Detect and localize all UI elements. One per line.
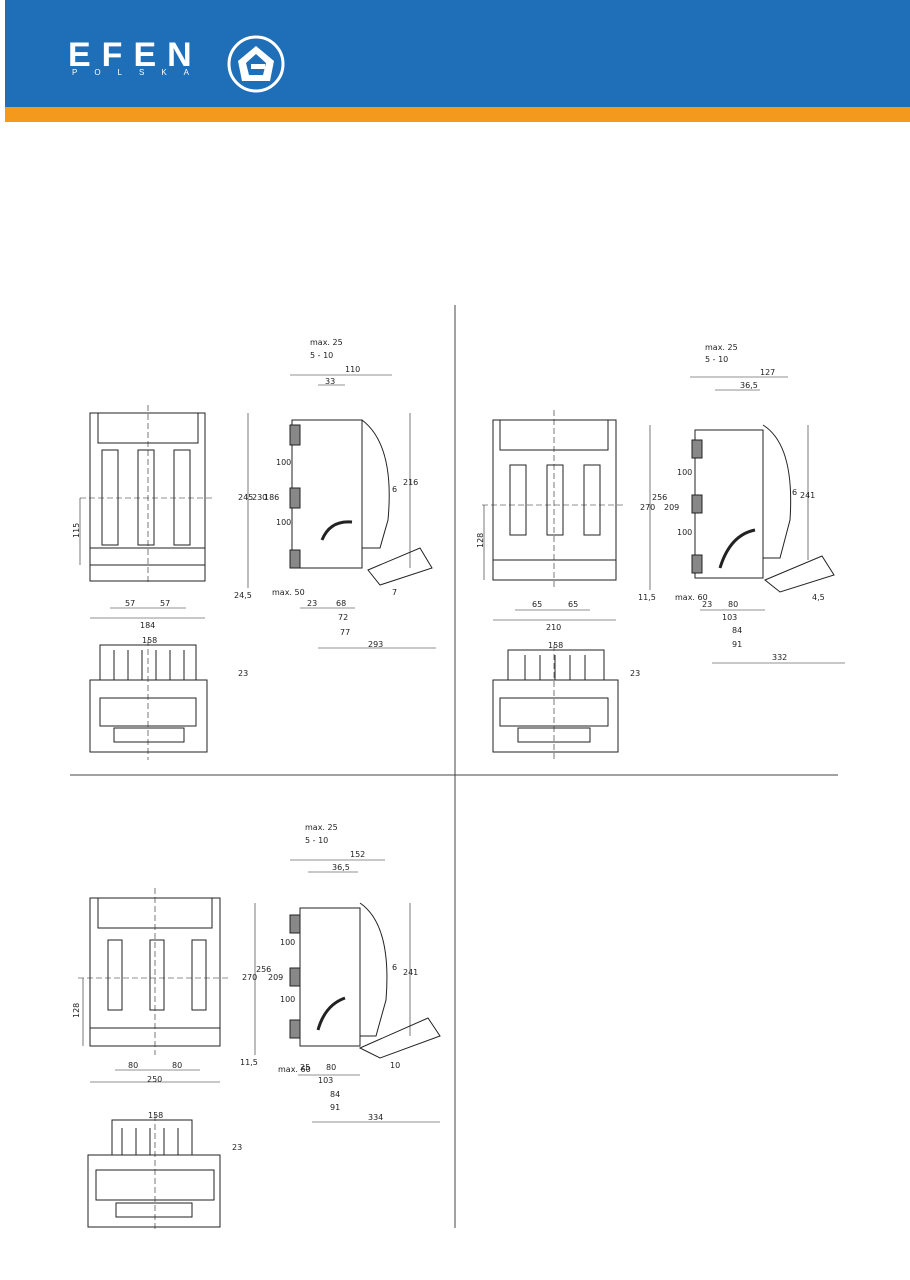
dim-pitch-left: 65 [532,600,542,609]
dim-80: 80 [326,1063,336,1072]
dim-11-5: 11,5 [638,593,656,602]
dim-230: 230 [252,493,267,502]
dim-36-5: 36,5 [740,381,758,390]
side-view-3 [254,859,441,1123]
side-view-2 [649,376,845,664]
dim-max: max. 25 [305,823,338,832]
dim-33: 33 [325,377,335,386]
dim-pitch-left: 57 [125,599,135,608]
dim-186: 186 [264,493,279,502]
dim-7: 7 [392,588,397,597]
front-view-2 [482,410,625,621]
dim-top-width: 158 [142,636,157,645]
dim-100-lower: 100 [280,995,295,1004]
dim-6: 6 [392,485,397,494]
header-bar [5,0,910,107]
front-view-1 [79,405,212,619]
dim-width: 210 [546,623,561,632]
dim-270: 270 [242,973,257,982]
brand-subtitle: POLSKA [72,68,207,77]
top-view-1 [89,640,208,760]
dim-24-5: 24,5 [234,591,252,600]
dim-top-height: 23 [238,669,248,678]
dim-width: 184 [140,621,155,630]
dim-36-5: 36,5 [332,863,350,872]
dim-127: 127 [760,368,775,377]
dim-23: 23 [702,600,712,609]
dim-100-lower: 100 [276,518,291,527]
dim-25: 25 [300,1063,310,1072]
dim-91: 91 [330,1103,340,1112]
drawing-2 [482,376,845,760]
dim-256: 256 [256,965,271,974]
dim-height: 128 [72,1003,81,1018]
dim-6: 6 [392,963,397,972]
drawing-3 [78,859,441,1232]
dim-209: 209 [268,973,283,982]
dim-241: 241 [403,968,418,977]
dim-270: 270 [640,503,655,512]
dim-72: 72 [338,613,348,622]
drawing-3-labels: 250 128 80 80 max. 25 5 - 10 152 36,5 6 … [72,823,418,1152]
dim-height: 128 [476,533,485,548]
dim-100-upper: 100 [276,458,291,467]
dim-91: 91 [732,640,742,649]
dim-241: 241 [800,491,815,500]
dim-top-width: 158 [148,1111,163,1120]
dim-10: 10 [390,1061,400,1070]
dim-max-60: max. 60 [675,593,708,602]
dim-11-5: 11,5 [240,1058,258,1067]
dim-range: 5 - 10 [305,836,328,845]
dim-80: 80 [728,600,738,609]
dim-range: 5 - 10 [310,351,333,360]
dim-height: 115 [72,523,81,538]
dim-100-upper: 100 [677,468,692,477]
dim-209: 209 [664,503,679,512]
dim-width: 250 [147,1075,162,1084]
drawing-1-labels: 184 115 57 57 max. 25 5 - 10 110 33 6 24… [72,338,418,678]
dim-max-60: max. 60 [278,1065,311,1074]
dim-pitch-right: 80 [172,1061,182,1070]
dim-6: 6 [792,488,797,497]
front-view-3 [78,888,230,1083]
dim-334: 334 [368,1113,383,1122]
drawing-2-labels: 210 128 65 65 max. 25 5 - 10 127 36,5 6 … [476,343,825,678]
dim-23: 23 [307,599,317,608]
dim-110: 110 [345,365,360,374]
dim-245: 245 [238,493,253,502]
header-accent-stripe [5,107,910,122]
dim-pitch-right: 65 [568,600,578,609]
dim-4-5: 4,5 [812,593,825,602]
dim-max-50: max. 50 [272,588,305,597]
brand-emblem-icon [227,35,285,93]
dim-84: 84 [330,1090,340,1099]
dim-84: 84 [732,626,742,635]
dim-100-upper: 100 [280,938,295,947]
dim-top-height: 23 [232,1143,242,1152]
dim-max: max. 25 [705,343,738,352]
dim-103: 103 [722,613,737,622]
dim-68: 68 [336,599,346,608]
dim-pitch-right: 57 [160,599,170,608]
dim-range: 5 - 10 [705,355,728,364]
top-view-2 [492,645,619,760]
dim-103: 103 [318,1076,333,1085]
dim-100-lower: 100 [677,528,692,537]
dim-216: 216 [403,478,418,487]
side-view-1 [247,374,436,649]
dim-pitch-left: 80 [128,1061,138,1070]
dim-256: 256 [652,493,667,502]
dim-top-height: 23 [630,669,640,678]
brand-logo-text: EFEN [68,36,203,74]
dim-max: max. 25 [310,338,343,347]
dim-152: 152 [350,850,365,859]
dim-332: 332 [772,653,787,662]
dim-77: 77 [340,628,350,637]
drawing-1 [79,374,436,760]
top-view-3 [87,1115,221,1232]
dim-293: 293 [368,640,383,649]
dim-top-width: 158 [548,641,563,650]
